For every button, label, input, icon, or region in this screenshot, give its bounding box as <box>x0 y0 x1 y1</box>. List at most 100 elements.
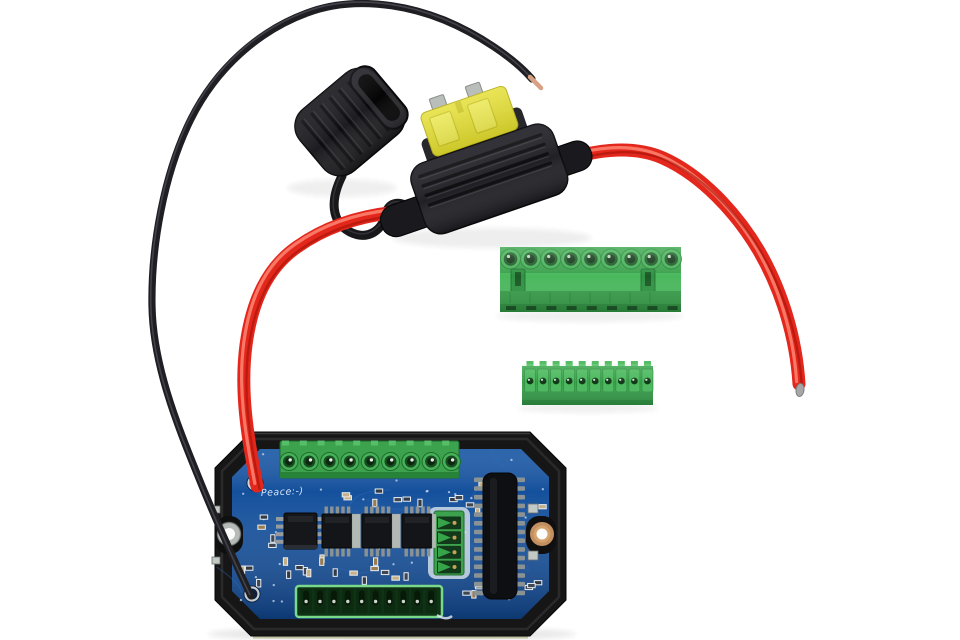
smd-component <box>256 578 262 588</box>
via <box>280 600 284 603</box>
chip-pin <box>426 548 431 557</box>
solder-pad <box>527 503 539 514</box>
side-terminal-connector <box>428 507 470 579</box>
smd-component <box>268 542 277 548</box>
header-tab <box>299 440 307 446</box>
via <box>454 493 457 496</box>
solder-pad <box>211 556 221 565</box>
chip-pin <box>324 506 328 514</box>
header-tab <box>335 440 343 446</box>
chip-pin <box>370 548 374 557</box>
chip-pin <box>335 506 340 514</box>
via <box>254 575 258 579</box>
via <box>272 583 275 587</box>
smd-component <box>417 498 423 508</box>
trace <box>349 489 391 506</box>
ic-pin <box>515 494 525 500</box>
cell-arch <box>330 590 337 606</box>
chip-pin <box>421 548 425 557</box>
negative-wire-highlight <box>149 1 532 596</box>
via <box>278 562 281 566</box>
screw-glint <box>430 458 434 462</box>
cell-arch <box>414 590 421 606</box>
controller-board: Peace:-) <box>211 431 567 639</box>
chip-pin <box>381 548 385 557</box>
ic-pin <box>515 538 525 543</box>
smd-component <box>349 570 358 576</box>
smd-components <box>239 481 547 599</box>
pin <box>415 599 419 604</box>
pin <box>373 599 378 604</box>
header-tab <box>388 440 396 446</box>
chip-gloss <box>405 517 429 523</box>
pin <box>452 520 457 525</box>
top-terminal-header <box>279 440 461 479</box>
via <box>524 516 527 519</box>
screw-glint <box>390 458 394 462</box>
fuse-shading <box>421 86 518 157</box>
smd-component <box>332 568 338 577</box>
ic-pin <box>515 564 525 570</box>
smd-component <box>257 524 266 530</box>
via <box>319 488 323 491</box>
pin <box>452 535 457 540</box>
screw-glint <box>308 458 313 462</box>
chip-pin <box>346 506 351 514</box>
ic-pin <box>474 581 484 587</box>
cell-arch <box>317 590 323 606</box>
chip-pin <box>330 506 334 514</box>
cell-arch <box>303 590 310 606</box>
via <box>362 498 365 501</box>
screw-glint <box>288 458 292 462</box>
fuse-holder-shading <box>410 124 568 234</box>
smd-component <box>380 569 390 576</box>
chip-pin <box>410 506 414 514</box>
header-tab <box>317 440 325 446</box>
ic-pin <box>474 486 484 491</box>
chip-pin <box>375 548 380 557</box>
via <box>272 599 275 603</box>
smd-component <box>454 494 464 501</box>
chip-pin <box>364 506 368 514</box>
screw-glint <box>410 458 414 462</box>
blade-fuse <box>420 81 519 157</box>
positive-wire-output-segment <box>547 143 806 397</box>
screw-glint <box>329 458 333 462</box>
ic-pin <box>515 573 525 578</box>
ic-pin <box>474 538 484 543</box>
via <box>541 488 544 491</box>
smd-component <box>286 570 292 579</box>
smd-component <box>282 557 289 566</box>
chip-tab <box>431 513 437 549</box>
reflection <box>436 613 453 620</box>
ic-pin <box>276 517 284 521</box>
smd-component <box>319 557 325 566</box>
chip-pin <box>324 548 328 557</box>
ic-pin <box>474 547 484 552</box>
chip-pin <box>381 506 385 514</box>
cell-arch <box>428 590 435 606</box>
smd-component <box>306 568 312 578</box>
bottom-header-cells <box>300 589 437 613</box>
via <box>470 496 473 500</box>
chip-pin <box>426 506 431 514</box>
cell-arrow <box>438 547 451 558</box>
smd-component <box>372 498 378 508</box>
terminal-block-plug-9pos <box>500 247 682 312</box>
ic-pin <box>474 512 484 517</box>
screw-glint <box>349 458 353 462</box>
ic-pin <box>474 564 484 570</box>
pin <box>332 599 336 604</box>
chip-gloss <box>365 517 389 523</box>
smd-component <box>373 557 379 566</box>
pin <box>429 599 433 604</box>
smd-component <box>370 565 379 572</box>
top-header-tabs <box>282 440 450 446</box>
ic-pin <box>316 532 325 537</box>
ic-pin <box>276 539 284 544</box>
via <box>392 563 395 566</box>
chip-pin <box>421 506 425 514</box>
ic-pin <box>515 477 525 483</box>
smd-component <box>402 496 412 502</box>
